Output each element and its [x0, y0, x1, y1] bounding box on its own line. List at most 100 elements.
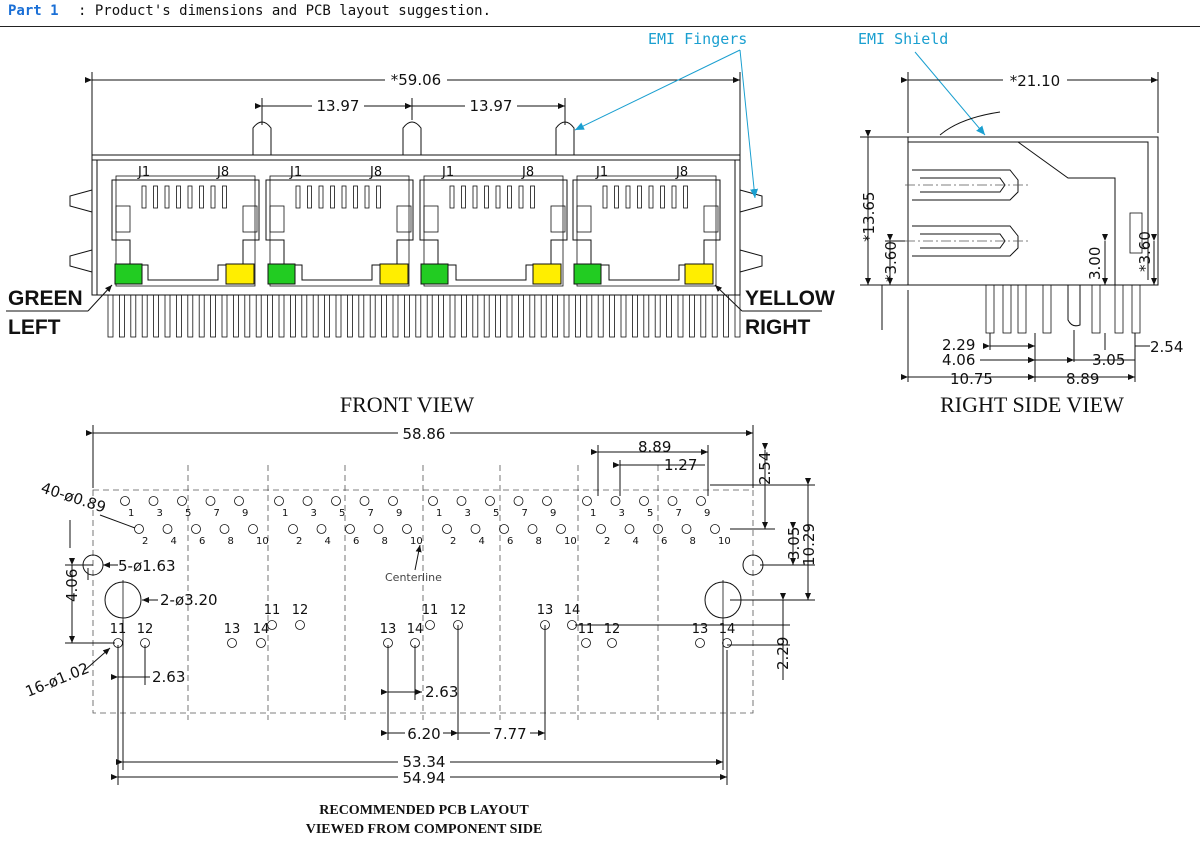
- signal-hole: [710, 524, 720, 534]
- led-pin-number: 13: [537, 603, 554, 618]
- contact-slot: [222, 185, 227, 209]
- port-2-j1: J1: [289, 165, 302, 180]
- bottom-pin: [232, 294, 239, 338]
- green-label: GREEN: [8, 287, 83, 310]
- led-pin-number: 11: [422, 603, 439, 618]
- bottom-pin: [210, 294, 217, 338]
- pin-number: 6: [353, 536, 359, 547]
- bottom-pin: [141, 294, 148, 338]
- contact-slot: [153, 185, 158, 209]
- port-1: J1 J8: [111, 165, 260, 287]
- signal-hole: [542, 496, 552, 506]
- signal-hole: [639, 496, 649, 506]
- pin-number: 10: [410, 536, 423, 547]
- emi-fingers-label: EMI Fingers: [648, 30, 747, 48]
- yellow-led: [684, 263, 714, 285]
- signal-hole: [331, 496, 341, 506]
- pin-number: 8: [228, 536, 234, 547]
- contact-slot: [637, 185, 642, 209]
- bottom-pin: [392, 294, 399, 338]
- pcb-holes-mid: 5-ø1.63: [118, 557, 176, 575]
- contact-slot: [164, 185, 170, 209]
- pin-number: 3: [465, 508, 471, 519]
- signal-hole: [316, 524, 327, 534]
- yellow-label: YELLOW: [745, 287, 835, 310]
- bottom-pin: [586, 294, 593, 338]
- pin-number: 8: [382, 536, 388, 547]
- signal-hole: [596, 524, 606, 534]
- signal-hole: [653, 524, 663, 534]
- signal-hole: [205, 496, 216, 506]
- pin-number: 8: [536, 536, 542, 547]
- bottom-pin: [563, 294, 570, 338]
- signal-hole: [442, 524, 452, 534]
- side-offset-300: 3.00: [1086, 247, 1104, 280]
- pcb-dim-1029: 10.29: [800, 523, 818, 566]
- signal-hole: [513, 496, 524, 506]
- led-pin-number: 11: [110, 622, 127, 637]
- bottom-pin: [426, 294, 433, 338]
- bottom-pin: [175, 294, 182, 338]
- bottom-pin: [130, 294, 137, 338]
- pcb-holes-big: 2-ø3.20: [160, 591, 218, 609]
- green-led: [573, 263, 602, 285]
- pin-number: 3: [311, 508, 317, 519]
- signal-hole: [191, 524, 201, 534]
- led-pin-number: 12: [137, 622, 154, 637]
- emi-annotations: EMI Fingers EMI Shield: [574, 30, 986, 199]
- led-hole: [581, 638, 591, 648]
- port-2-j8: J8: [369, 165, 382, 180]
- contact-slot: [187, 185, 193, 209]
- led-hole: [722, 638, 732, 648]
- yellow-led: [532, 263, 562, 285]
- contact-slot: [364, 185, 370, 209]
- bottom-pin: [460, 294, 467, 338]
- pin-number: 5: [493, 508, 499, 519]
- signal-hole: [359, 496, 370, 506]
- bottom-pins: [107, 294, 741, 338]
- pin-number: 1: [128, 508, 134, 519]
- signal-hole: [610, 496, 621, 506]
- contact-slot: [376, 185, 381, 209]
- emi-shield-label: EMI Shield: [858, 30, 948, 48]
- bottom-pin: [632, 294, 638, 338]
- bottom-pin: [415, 294, 422, 338]
- pin-number: 10: [564, 536, 577, 547]
- signal-hole: [120, 496, 130, 506]
- signal-hole: [302, 496, 313, 506]
- bottom-pin: [358, 294, 365, 338]
- bottom-pin: [346, 294, 353, 338]
- port-3: J1 J8: [419, 165, 568, 287]
- signal-hole: [274, 496, 284, 506]
- side-dim-889: 8.89: [1066, 370, 1099, 388]
- pin-number: 1: [282, 508, 288, 519]
- bottom-pin: [312, 294, 319, 338]
- pcb-width: 58.86: [403, 425, 446, 443]
- pcb-title-line2: VIEWED FROM COMPONENT SIDE: [306, 822, 543, 837]
- led-hole: [425, 620, 435, 630]
- pin-number: 9: [550, 508, 556, 519]
- side-dim-1075: 10.75: [950, 370, 993, 388]
- pcb-dim-305: 3.05: [785, 527, 803, 560]
- bottom-pin: [643, 294, 650, 338]
- contact-slot: [484, 185, 489, 209]
- pin-number: 1: [436, 508, 442, 519]
- pcb-dim-777: 7.77: [493, 725, 526, 743]
- signal-hole: [288, 524, 298, 534]
- bottom-pin: [529, 294, 536, 338]
- bottom-pin: [198, 294, 205, 338]
- bottom-pin: [666, 294, 672, 338]
- led-pin-number: 12: [450, 603, 467, 618]
- bottom-pin: [244, 294, 251, 338]
- signal-hole: [373, 524, 384, 534]
- led-hole: [256, 638, 266, 648]
- signal-hole: [177, 496, 187, 506]
- pin-number: 6: [199, 536, 205, 547]
- contact-slot: [648, 185, 654, 209]
- pin-number: 7: [214, 508, 220, 519]
- centerline-label: Centerline: [385, 571, 442, 584]
- pin-number: 4: [479, 536, 485, 547]
- led-pin-number: 13: [692, 622, 709, 637]
- signal-hole: [556, 524, 566, 534]
